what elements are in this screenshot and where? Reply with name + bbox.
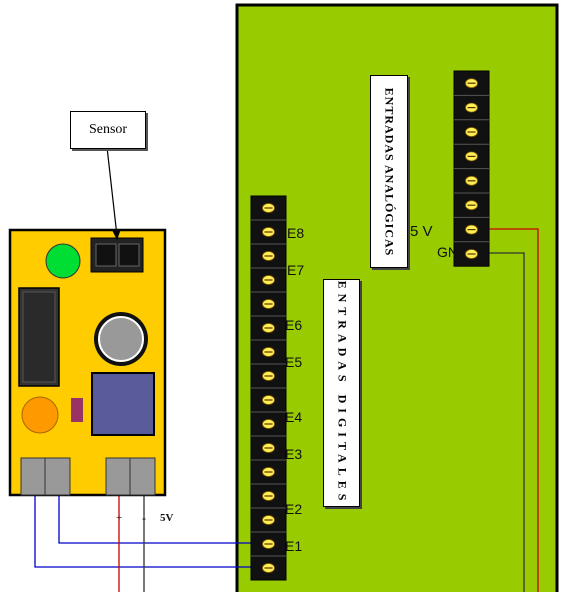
digital-inputs-title-box: ENTRADAS DIGITALES	[323, 279, 360, 507]
wire-blue-gnd-bottom	[34, 488, 255, 568]
analog-pin-gnd-label: GN	[437, 244, 458, 260]
digital-label-e2: E2	[285, 501, 303, 517]
analog-inputs-title: ENTRADAS ANALÓGICAS	[382, 87, 397, 256]
digital-label-e6: E6	[285, 317, 303, 333]
analog-inputs-title-box: ENTRADAS ANALÓGICAS	[370, 75, 408, 268]
buzzer-face	[98, 316, 144, 362]
sensor-label: Sensor	[70, 111, 146, 149]
digital-label-e7: E7	[287, 262, 305, 278]
digital-label-e3: E3	[285, 446, 303, 462]
digital-inputs-title: ENTRADAS DIGITALES	[335, 280, 349, 506]
sensor-arrowhead	[112, 229, 121, 240]
digital-label-e5: E5	[285, 354, 303, 370]
sensor-arrow	[106, 146, 118, 237]
analog-terminal-strip	[453, 70, 490, 267]
analog-pin-5v-label: 5 V	[410, 223, 433, 240]
digital-label-e4: E4	[285, 409, 303, 425]
sensor-cell-right	[118, 243, 140, 267]
power-5v-label: 5V	[160, 512, 174, 524]
green-led	[45, 243, 81, 279]
digital-label-e8: E8	[287, 225, 305, 241]
wire-blue-e1	[58, 488, 255, 544]
digital-terminal-strip	[250, 195, 287, 581]
orange-led	[21, 396, 59, 434]
resistor	[71, 398, 83, 422]
sensor-cell-left	[95, 243, 117, 267]
relay	[91, 372, 155, 436]
ic-chip-inner	[22, 291, 56, 383]
digital-label-e1: E1	[285, 538, 303, 554]
wire-black-gnd	[488, 252, 525, 592]
power-minus-label: -	[142, 511, 146, 525]
wire-red-5v	[488, 228, 539, 592]
power-plus-label: +	[116, 512, 123, 524]
